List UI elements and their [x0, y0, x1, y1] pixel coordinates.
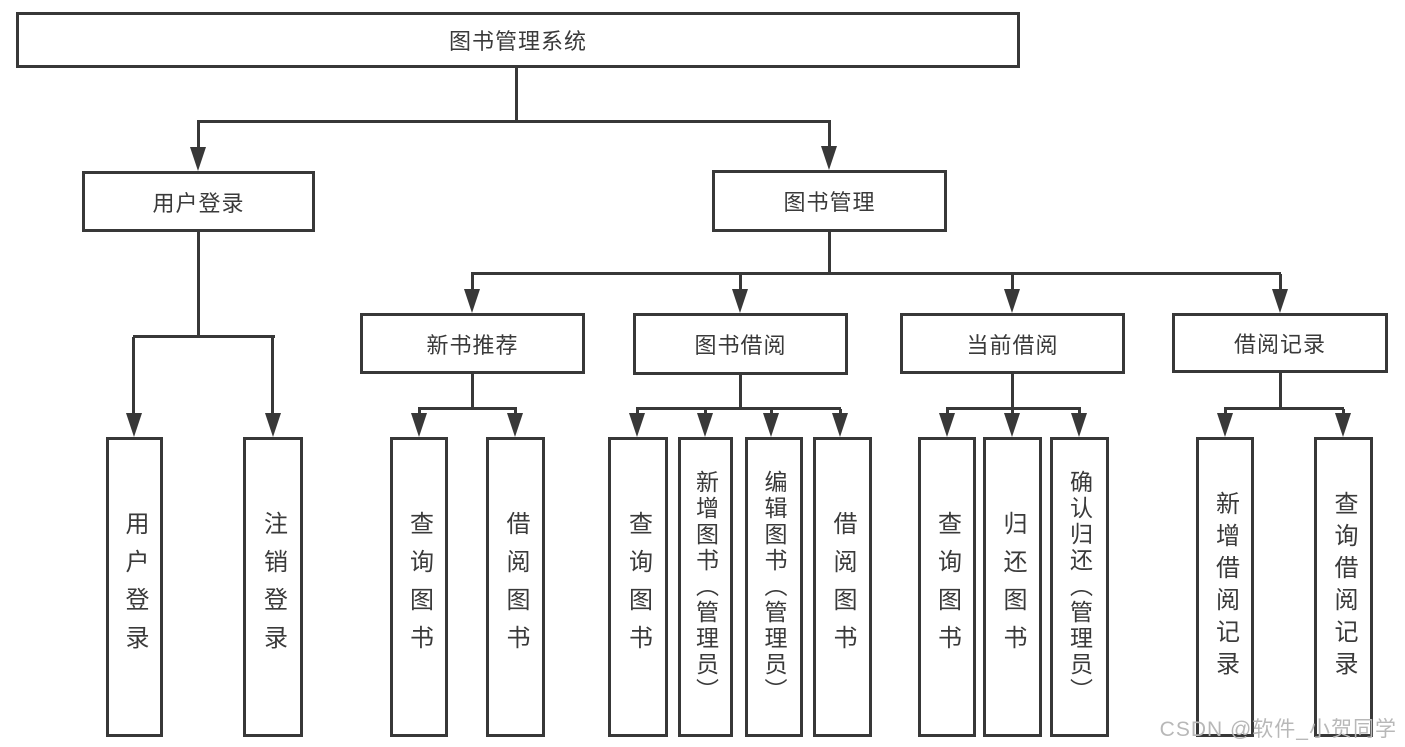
leaf-br-query-borrow-record: 查询借阅记录: [1314, 437, 1373, 737]
connector-book-management-stem: [828, 232, 831, 274]
connector-book-borrow-stem: [739, 375, 742, 409]
connector-book-borrow-rail: [636, 407, 841, 410]
connector-to-br-add: [1224, 409, 1227, 415]
connector-to-leaf-logout: [271, 337, 274, 413]
node-current-borrowing: 当前借阅: [900, 313, 1125, 374]
arrowhead-current-borrow-icon: [1004, 289, 1020, 313]
arrowhead-cb-confirm-icon: [1071, 413, 1087, 437]
arrowhead-leaf-user-login-icon: [126, 413, 142, 437]
connector-to-book-management: [828, 121, 831, 148]
connector-new-book-rail: [418, 407, 517, 410]
arrowhead-leaf-logout-icon: [265, 413, 281, 437]
arrowhead-nb-borrow-icon: [507, 413, 523, 437]
connector-user-leaves-rail: [133, 335, 275, 338]
leaf-nb-query-books: 查询图书: [390, 437, 448, 737]
connector-to-user-login: [197, 121, 200, 148]
connector-to-bb-edit: [770, 409, 773, 415]
connector-to-leaf-user-login: [132, 337, 135, 413]
connector-level3-rail: [471, 272, 1281, 275]
node-library-management-system: 图书管理系统: [16, 12, 1020, 68]
connector-to-bb-add: [704, 409, 707, 415]
arrowhead-br-query-icon: [1335, 413, 1351, 437]
watermark: CSDN @软件_小贺同学: [1159, 718, 1397, 741]
arrowhead-bb-add-icon: [697, 413, 713, 437]
leaf-cb-return-books: 归还图书: [983, 437, 1042, 737]
connector-to-bb-borrow: [839, 409, 842, 415]
arrowhead-bb-edit-icon: [763, 413, 779, 437]
leaf-logout: 注销登录: [243, 437, 303, 737]
arrowhead-br-add-icon: [1217, 413, 1233, 437]
arrowhead-nb-query-icon: [411, 413, 427, 437]
leaf-nb-borrow-books: 借阅图书: [486, 437, 545, 737]
connector-borrow-record-rail: [1224, 407, 1344, 410]
arrowhead-book-borrow-icon: [732, 289, 748, 313]
leaf-user-login: 用户登录: [106, 437, 163, 737]
leaf-br-add-borrow-record: 新增借阅记录: [1196, 437, 1254, 737]
node-book-borrowing: 图书借阅: [633, 313, 848, 375]
arrowhead-cb-return-icon: [1004, 413, 1020, 437]
arrowhead-user-login-icon: [190, 147, 206, 171]
connector-level2-rail: [197, 120, 831, 123]
connector-to-nb-borrow: [514, 409, 517, 415]
arrowhead-bb-borrow-icon: [832, 413, 848, 437]
arrowhead-book-management-icon: [821, 146, 837, 170]
leaf-bb-add-book-admin: 新增图书（管理员）: [678, 437, 733, 737]
arrowhead-cb-query-icon: [939, 413, 955, 437]
arrowhead-new-book-icon: [464, 289, 480, 313]
arrowhead-bb-query-icon: [629, 413, 645, 437]
connector-to-br-query: [1342, 409, 1345, 415]
connector-to-book-borrow: [739, 274, 742, 290]
node-book-management: 图书管理: [712, 170, 947, 232]
leaf-bb-borrow-books: 借阅图书: [813, 437, 872, 737]
connector-root-stem: [515, 68, 518, 121]
connector-to-cb-return: [1011, 409, 1014, 415]
connector-to-bb-query: [636, 409, 639, 415]
connector-to-borrow-record: [1279, 274, 1282, 290]
connector-to-current-borrow: [1011, 274, 1014, 290]
connector-current-borrow-rail: [946, 407, 1081, 410]
connector-to-cb-confirm: [1078, 409, 1081, 415]
connector-to-cb-query: [946, 409, 949, 415]
leaf-bb-edit-book-admin: 编辑图书（管理员）: [745, 437, 803, 737]
leaf-cb-query-books: 查询图书: [918, 437, 976, 737]
leaf-cb-confirm-return-admin: 确认归还（管理员）: [1050, 437, 1109, 737]
connector-user-login-stem: [197, 232, 200, 336]
node-user-login: 用户登录: [82, 171, 315, 232]
connector-borrow-record-stem: [1279, 373, 1282, 409]
connector-new-book-stem: [471, 374, 474, 409]
node-new-book-recommendation: 新书推荐: [360, 313, 585, 374]
connector-to-new-book: [471, 274, 474, 290]
leaf-bb-query-books: 查询图书: [608, 437, 668, 737]
node-borrowing-records: 借阅记录: [1172, 313, 1388, 373]
arrowhead-borrow-record-icon: [1272, 289, 1288, 313]
connector-current-borrow-stem: [1011, 374, 1014, 409]
connector-to-nb-query: [418, 409, 421, 415]
